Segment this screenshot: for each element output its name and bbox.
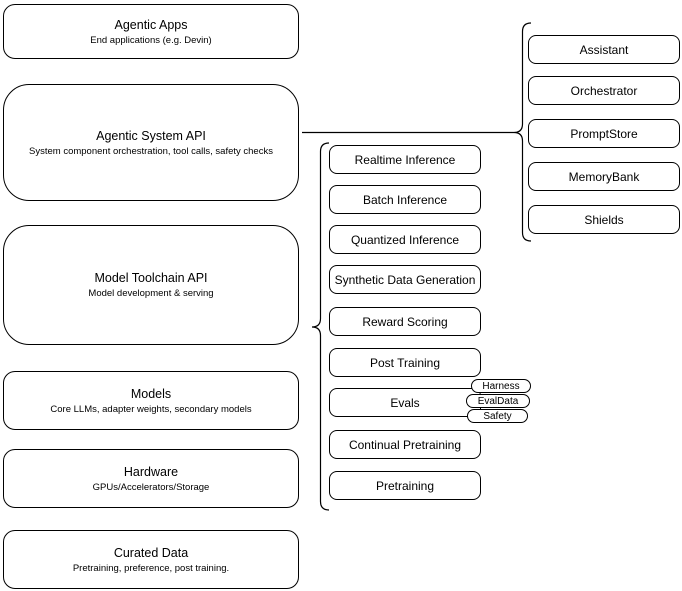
node-promptstore: PromptStore bbox=[528, 119, 680, 148]
node-batch-inference: Batch Inference bbox=[329, 185, 481, 214]
node-title: Agentic Apps bbox=[114, 17, 188, 32]
node-subtitle: Pretraining, preference, post training. bbox=[72, 562, 230, 574]
node-subtitle: End applications (e.g. Devin) bbox=[90, 34, 212, 46]
node-realtime-inference: Realtime Inference bbox=[329, 145, 481, 174]
node-subtitle: Core LLMs, adapter weights, secondary mo… bbox=[50, 403, 252, 415]
node-orchestrator: Orchestrator bbox=[528, 76, 680, 105]
node-hardware: Hardware GPUs/Accelerators/Storage bbox=[3, 449, 299, 508]
node-subtitle: GPUs/Accelerators/Storage bbox=[92, 481, 210, 493]
node-assistant: Assistant bbox=[528, 35, 680, 64]
node-pretraining: Pretraining bbox=[329, 471, 481, 500]
node-title: Hardware bbox=[123, 464, 179, 479]
node-model-toolchain-api: Model Toolchain API Model development & … bbox=[3, 225, 299, 345]
node-evals: Evals bbox=[329, 388, 481, 417]
node-title: Model Toolchain API bbox=[94, 271, 208, 285]
node-agentic-apps: Agentic Apps End applications (e.g. Devi… bbox=[3, 4, 299, 59]
node-curated-data: Curated Data Pretraining, preference, po… bbox=[3, 530, 299, 589]
node-synthetic-data-generation: Synthetic Data Generation bbox=[329, 265, 481, 294]
node-subtitle: Model development & serving bbox=[88, 288, 214, 299]
node-title: Agentic System API bbox=[96, 128, 206, 143]
node-continual-pretraining: Continual Pretraining bbox=[329, 430, 481, 459]
node-shields: Shields bbox=[528, 205, 680, 234]
node-memorybank: MemoryBank bbox=[528, 162, 680, 191]
node-agentic-system-api: Agentic System API System component orch… bbox=[3, 84, 299, 201]
pill-evaldata: EvalData bbox=[466, 394, 530, 408]
pill-safety: Safety bbox=[467, 409, 528, 423]
node-title: Models bbox=[130, 386, 172, 401]
brace-toolchain-components bbox=[311, 142, 330, 511]
node-reward-scoring: Reward Scoring bbox=[329, 307, 481, 336]
node-post-training: Post Training bbox=[329, 348, 481, 377]
node-models: Models Core LLMs, adapter weights, secon… bbox=[3, 371, 299, 430]
node-subtitle: System component orchestration, tool cal… bbox=[29, 145, 273, 157]
node-quantized-inference: Quantized Inference bbox=[329, 225, 481, 254]
node-title: Curated Data bbox=[113, 545, 189, 560]
pill-harness: Harness bbox=[471, 379, 531, 393]
